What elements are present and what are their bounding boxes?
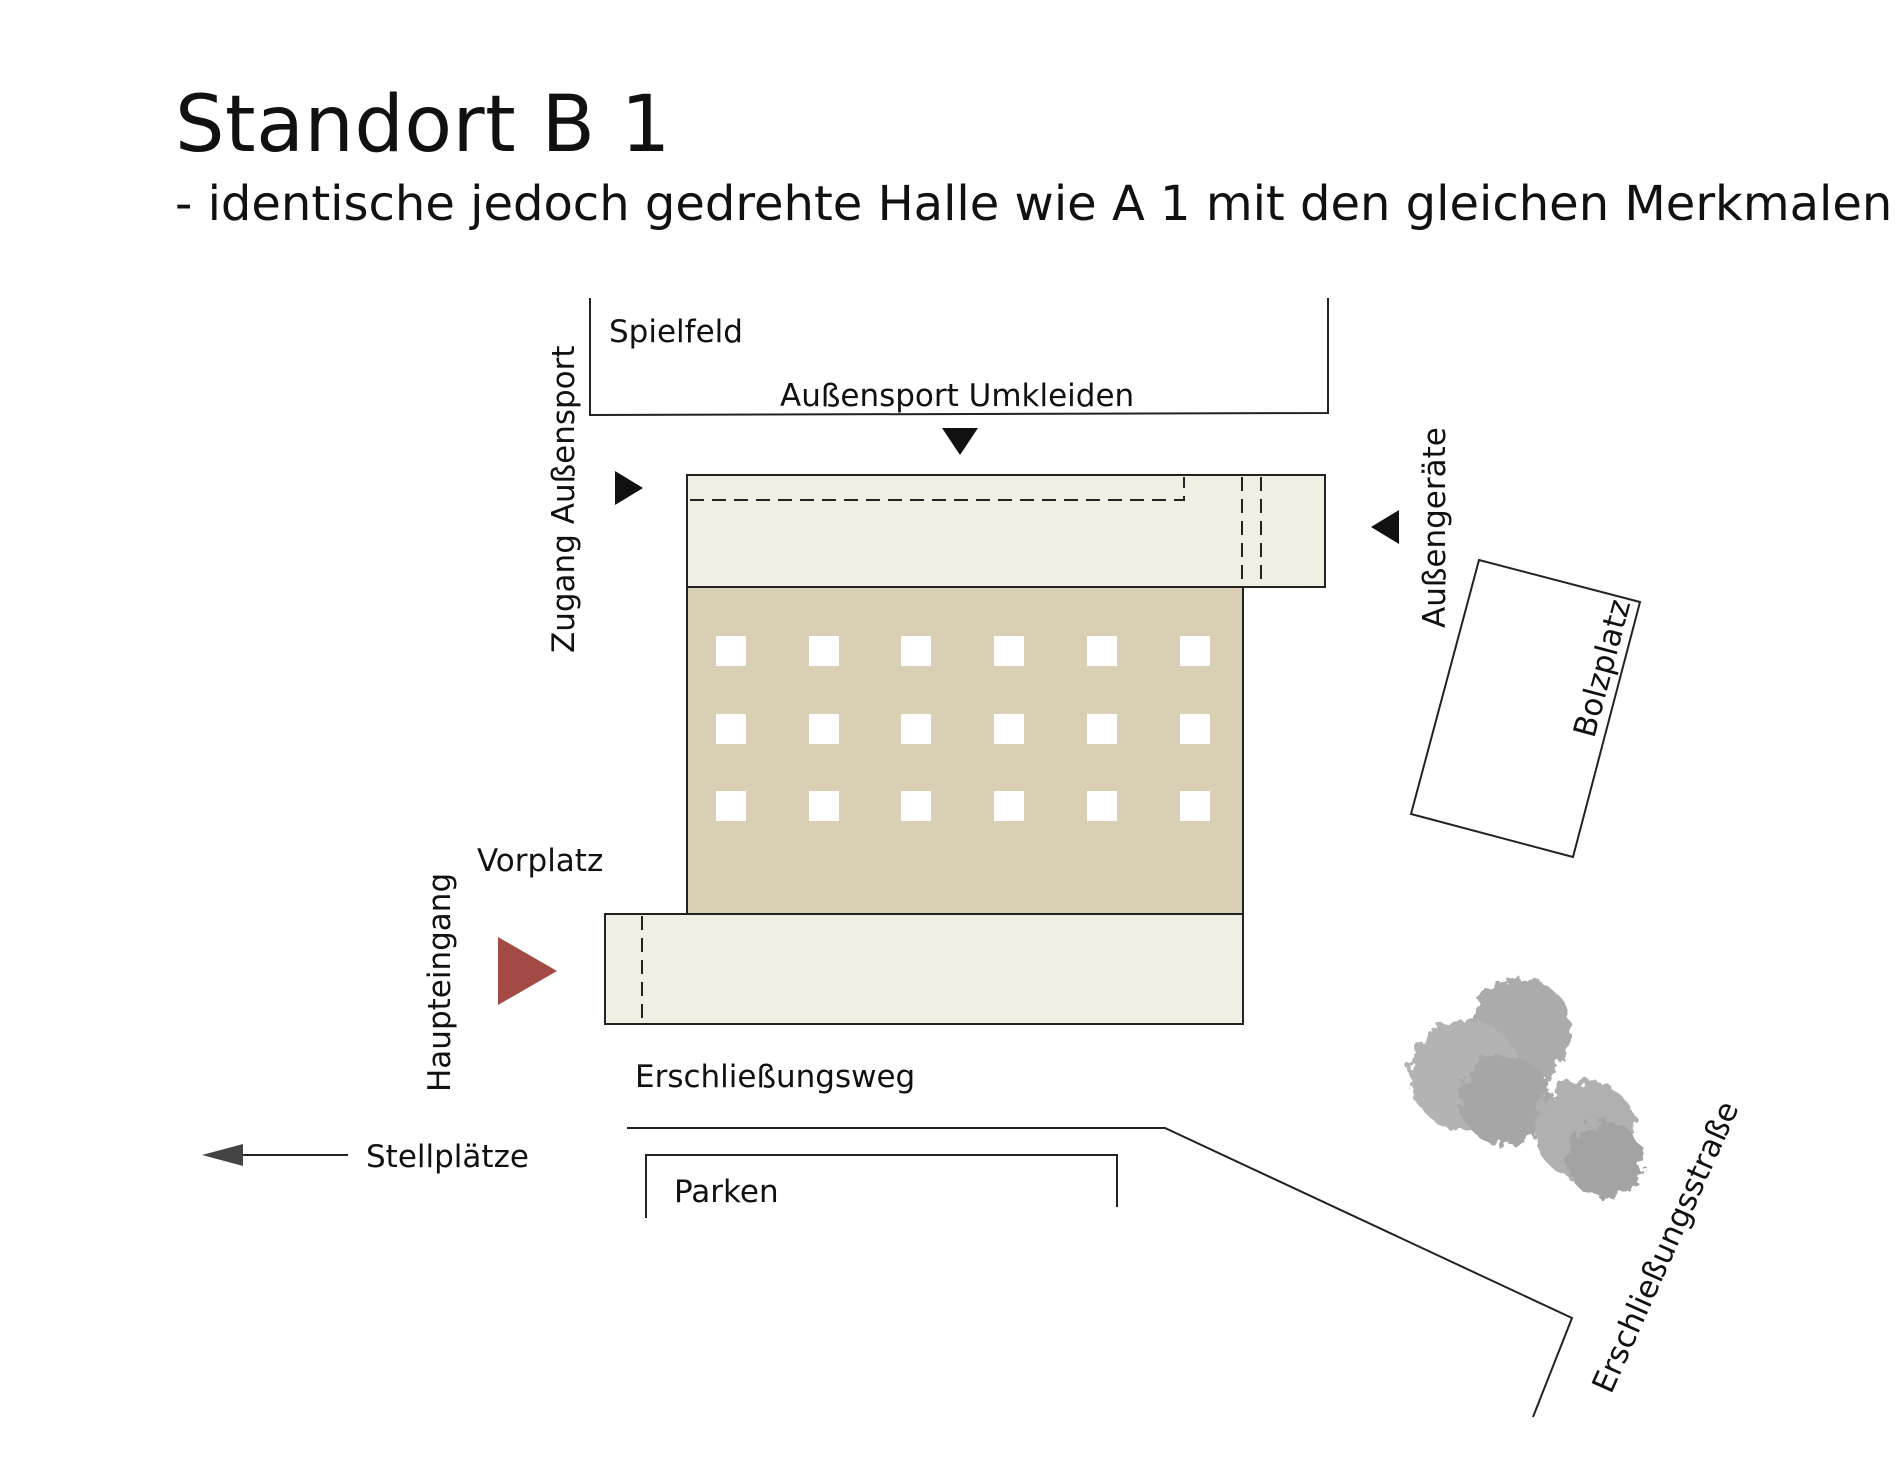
skylight (1180, 791, 1210, 821)
tree (1460, 1055, 1550, 1145)
aussengeraete-arrow-icon (1371, 510, 1399, 544)
umkleiden-arrow-icon (942, 428, 978, 455)
haupteingang-arrow-icon (498, 937, 557, 1005)
zugang-arrow-icon (615, 471, 643, 505)
skylight (994, 714, 1024, 744)
skylight (716, 791, 746, 821)
haupteingang-label: Haupteingang (422, 873, 458, 1092)
skylight (809, 791, 839, 821)
spielfeld-label: Spielfeld (609, 314, 743, 350)
skylight (809, 714, 839, 744)
parken-outline (645, 1154, 1118, 1218)
skylight (994, 791, 1024, 821)
aussengeraete-label: Außengeräte (1417, 427, 1453, 628)
page-subtitle: - identische jedoch gedrehte Halle wie A… (175, 176, 1893, 232)
bolzplatz-label: Bolzplatz (1567, 596, 1638, 741)
stellplaetze-arrow-icon (202, 1144, 243, 1166)
stellplaetze-label: Stellplätze (366, 1139, 529, 1175)
spielfeld-outline (589, 298, 1329, 417)
skylight (1087, 791, 1117, 821)
erschliessungsweg-label: Erschließungsweg (635, 1059, 915, 1095)
skylight (1087, 714, 1117, 744)
skylight (901, 636, 931, 666)
parken-label: Parken (674, 1174, 779, 1210)
page-title: Standort B 1 (175, 80, 671, 170)
skylight (901, 714, 931, 744)
annex-upper-dashed-line (690, 477, 1185, 501)
skylight (716, 636, 746, 666)
skylight (809, 636, 839, 666)
vorplatz-label: Vorplatz (477, 843, 603, 879)
erschliessungsweg-line (627, 1127, 1574, 1418)
skylight (1087, 636, 1117, 666)
skylight (994, 636, 1024, 666)
annex-upper (686, 474, 1326, 588)
bolzplatz-outline (1409, 558, 1642, 859)
skylight (1180, 636, 1210, 666)
tree (1567, 1122, 1643, 1198)
umkleiden-label: Außensport Umkleiden (780, 378, 1134, 414)
zugang-label: Zugang Außensport (546, 345, 582, 653)
annex-lower (604, 913, 1244, 1025)
skylight (1180, 714, 1210, 744)
skylight (901, 791, 931, 821)
tree-group (1410, 978, 1643, 1198)
hall (686, 586, 1244, 915)
skylight-grid (716, 636, 1210, 821)
skylight (716, 714, 746, 744)
